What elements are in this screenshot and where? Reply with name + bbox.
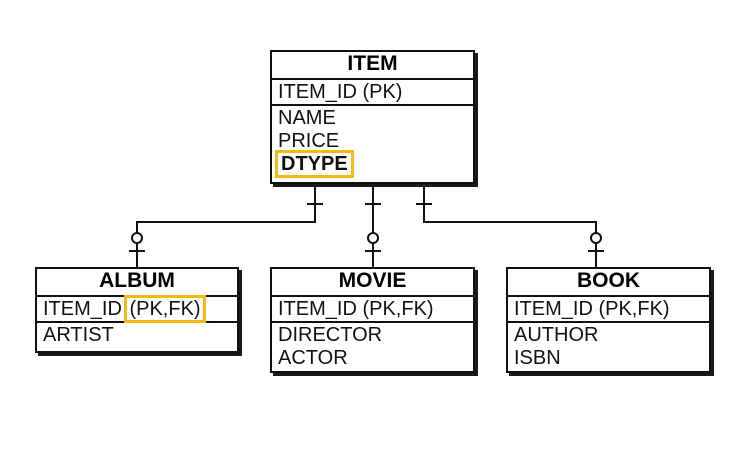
entity-movie-pk: ITEM_ID (PK,FK) bbox=[272, 297, 473, 323]
entity-movie: MOVIE ITEM_ID (PK,FK) DIRECTOR ACTOR bbox=[270, 267, 475, 373]
attr-actor: ACTOR bbox=[278, 347, 348, 369]
connector-item-book bbox=[423, 183, 597, 268]
album-pk-tag-highlighted: (PK,FK) bbox=[124, 295, 206, 323]
zero-mark-movie bbox=[367, 232, 379, 244]
attr-director: DIRECTOR bbox=[278, 324, 383, 346]
connector-item-album bbox=[136, 183, 316, 268]
attr-name: NAME bbox=[278, 107, 336, 129]
entity-book-pk: ITEM_ID (PK,FK) bbox=[508, 297, 709, 323]
attr-isbn: ISBN bbox=[514, 347, 561, 369]
entity-album: ALBUM ITEM_ID (PK,FK) ARTIST bbox=[35, 267, 239, 353]
entity-item: ITEM ITEM_ID (PK) NAME PRICE DTYPE bbox=[270, 50, 475, 184]
album-pk-name: ITEM_ID bbox=[43, 298, 122, 320]
entity-book-title: BOOK bbox=[508, 269, 709, 297]
entity-album-attrs: ARTIST bbox=[37, 323, 237, 349]
attr-dtype-highlighted: DTYPE bbox=[275, 150, 354, 178]
entity-album-title: ALBUM bbox=[37, 269, 237, 297]
zero-mark-album bbox=[131, 232, 143, 244]
attr-artist: ARTIST bbox=[43, 324, 114, 346]
entity-item-pk: ITEM_ID (PK) bbox=[272, 80, 473, 106]
attr-author: AUTHOR bbox=[514, 324, 599, 346]
zero-mark-book bbox=[590, 232, 602, 244]
entity-album-pk: ITEM_ID (PK,FK) bbox=[37, 295, 237, 323]
entity-book: BOOK ITEM_ID (PK,FK) AUTHOR ISBN bbox=[506, 267, 711, 373]
entity-item-title: ITEM bbox=[272, 52, 473, 80]
entity-movie-title: MOVIE bbox=[272, 269, 473, 297]
entity-item-attrs: NAME PRICE DTYPE bbox=[272, 106, 473, 178]
entity-book-attrs: AUTHOR ISBN bbox=[508, 323, 709, 372]
entity-movie-attrs: DIRECTOR ACTOR bbox=[272, 323, 473, 372]
attr-price: PRICE bbox=[278, 130, 340, 152]
